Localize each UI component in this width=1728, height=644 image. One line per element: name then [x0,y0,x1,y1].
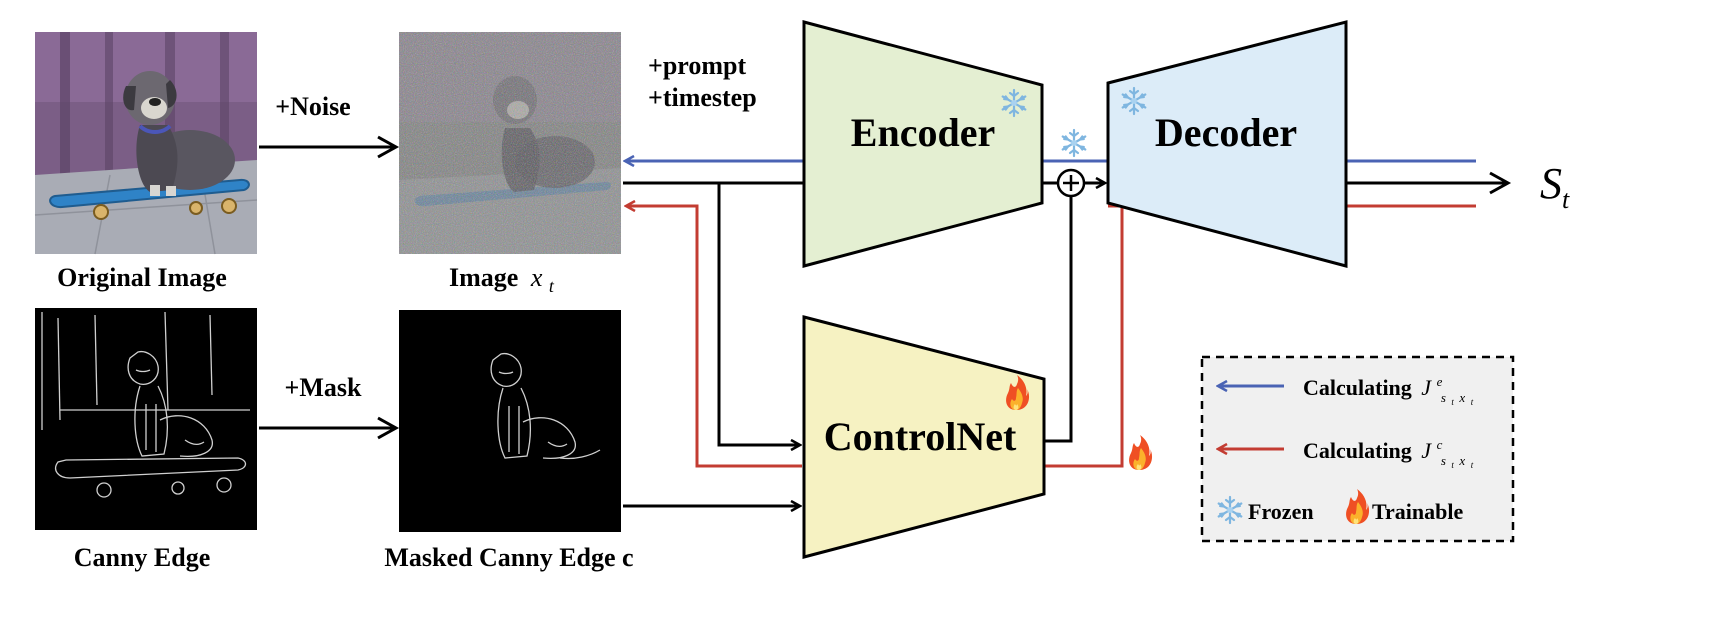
encoder-block [802,20,1044,268]
controlnet-to-sum-line [1044,197,1073,443]
legend-trainable-label: Trainable [1372,499,1464,524]
sum-node [1056,168,1086,198]
canny-edge-caption: Canny Edge [74,543,211,572]
canny-edge-image [35,308,257,530]
controlnet-label: ControlNet [824,414,1017,459]
red-gradient-arrow [626,206,802,468]
legend: Calculating J e s t x t Calculating J c … [1200,355,1515,543]
decoder-label: Decoder [1155,110,1297,155]
legend-blue-label: Calculating J e s t x t [1303,366,1474,410]
encoder-label: Encoder [851,110,995,155]
noisy-image-caption: Image [449,263,518,292]
controlnet-block [802,315,1046,559]
legend-red-label: Calculating J c s t x t [1303,429,1474,473]
original-image [34,32,258,255]
legend-frozen-label: Frozen [1248,499,1314,524]
svg-text:Image x t: Image x t [449,263,555,296]
masked-canny-edge-caption: Masked Canny Edge c [384,543,633,572]
decoder-block [1106,20,1348,268]
timestep-label: +timestep [648,83,757,112]
masked-canny-edge-image [399,310,621,532]
noise-label: +Noise [275,92,350,121]
prompt-label: +prompt [648,51,746,80]
mask-label: +Mask [285,373,362,402]
xt-to-controlnet-arrow [717,183,800,445]
output-st-label: St [1540,159,1570,214]
original-image-caption: Original Image [57,263,227,292]
controlnet-red-line [1044,204,1124,468]
output-trainable-flame-icon [1129,435,1153,470]
noisy-image [399,32,621,254]
xt-variable: x [530,263,543,292]
xt-subscript: t [549,276,555,296]
skip-frozen-snowflake-icon [1061,128,1087,158]
